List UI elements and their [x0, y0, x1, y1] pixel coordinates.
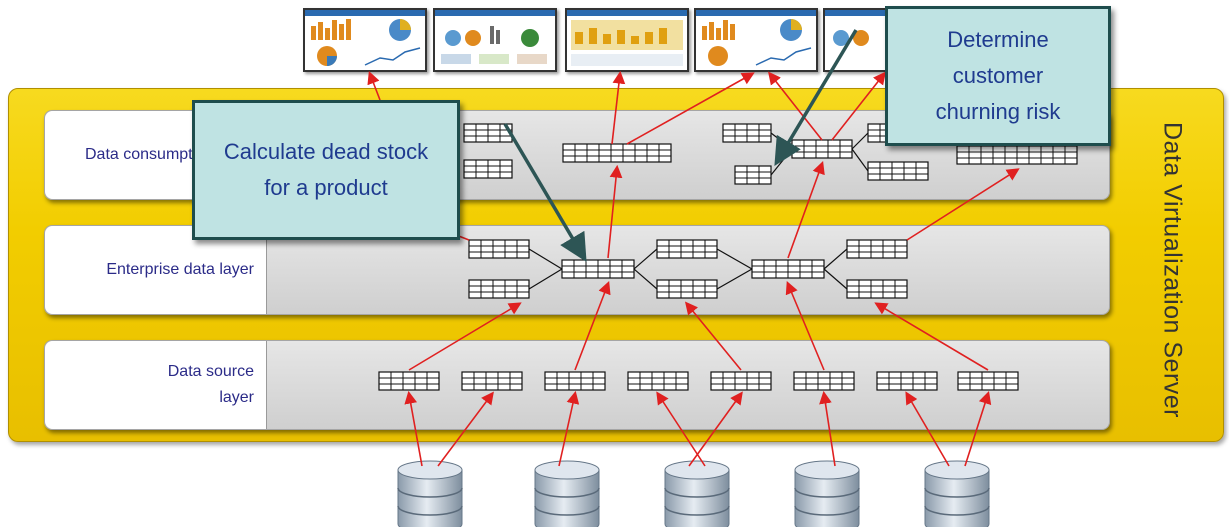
table-link	[633, 268, 658, 290]
data-flow-arrow	[408, 302, 522, 371]
table-icon	[656, 239, 718, 259]
table-link	[716, 268, 753, 290]
table-icon	[468, 239, 530, 259]
table-icon	[734, 165, 772, 185]
table-icon	[722, 123, 772, 143]
dashboard-thumbnail-icon	[305, 10, 425, 66]
dashboard-thumbnail-icon	[567, 10, 687, 66]
data-flow-arrow	[905, 391, 950, 467]
data-flow-arrow	[607, 164, 623, 259]
table-link	[528, 268, 563, 290]
table-icon	[846, 279, 908, 299]
table-icon	[751, 259, 825, 279]
callout-pointer	[774, 29, 858, 167]
data-flow-arrow	[404, 390, 423, 467]
callout-churn-risk: Determine customer churning risk	[885, 6, 1111, 146]
table-icon	[710, 371, 772, 391]
table-icon	[561, 259, 635, 279]
database-icon	[924, 460, 990, 527]
table-icon	[468, 279, 530, 299]
table-icon	[793, 371, 855, 391]
table-link	[823, 248, 848, 270]
table-icon	[846, 239, 908, 259]
dashboard-thumbnail-3	[565, 8, 689, 72]
table-link	[851, 132, 869, 150]
table-icon	[876, 371, 938, 391]
data-flow-arrow	[787, 160, 825, 259]
data-flow-arrow	[819, 390, 836, 467]
database-icon	[397, 460, 463, 527]
table-link	[851, 148, 869, 172]
dashboard-thumbnail-1	[303, 8, 427, 72]
data-flow-arrow	[874, 302, 989, 371]
table-link	[633, 248, 658, 270]
table-icon	[378, 371, 440, 391]
table-icon	[461, 371, 523, 391]
table-icon	[544, 371, 606, 391]
data-flow-arrow	[574, 281, 611, 371]
database-icon	[794, 460, 860, 527]
data-flow-arrow	[611, 70, 626, 145]
table-link	[716, 248, 753, 270]
server-label: Data Virtualization Server	[1158, 121, 1187, 418]
table-icon	[656, 279, 718, 299]
data-flow-arrow	[688, 391, 743, 467]
callout-pointer	[503, 123, 587, 263]
table-icon	[463, 159, 513, 179]
table-icon	[562, 143, 672, 163]
layer-label: Data source layer	[45, 341, 267, 429]
table-icon	[791, 139, 853, 159]
data-flow-arrow	[906, 168, 1020, 241]
data-flow-arrow	[768, 71, 823, 141]
table-icon	[627, 371, 689, 391]
table-icon	[957, 371, 1019, 391]
table-icon	[867, 161, 929, 181]
table-link	[528, 248, 563, 270]
data-flow-arrow	[656, 391, 706, 467]
dashboard-thumbnail-4	[694, 8, 818, 72]
data-flow-arrow	[367, 71, 381, 101]
callout-dead-stock: Calculate dead stock for a product	[192, 100, 460, 240]
table-icon	[956, 145, 1078, 165]
data-flow-arrow	[684, 301, 742, 371]
data-flow-arrow	[437, 391, 494, 467]
table-link	[823, 268, 848, 290]
dashboard-thumbnail-2	[433, 8, 557, 72]
dashboard-thumbnail-icon	[435, 10, 555, 64]
database-icon	[664, 460, 730, 527]
dashboard-thumbnail-icon	[696, 10, 816, 66]
data-flow-arrow	[831, 71, 886, 141]
data-flow-arrow	[626, 72, 755, 145]
data-flow-arrow	[558, 390, 580, 467]
database-icon	[534, 460, 600, 527]
layer-label: Enterprise data layer	[45, 226, 267, 314]
data-flow-arrow	[785, 281, 825, 371]
data-flow-arrow	[964, 390, 992, 467]
